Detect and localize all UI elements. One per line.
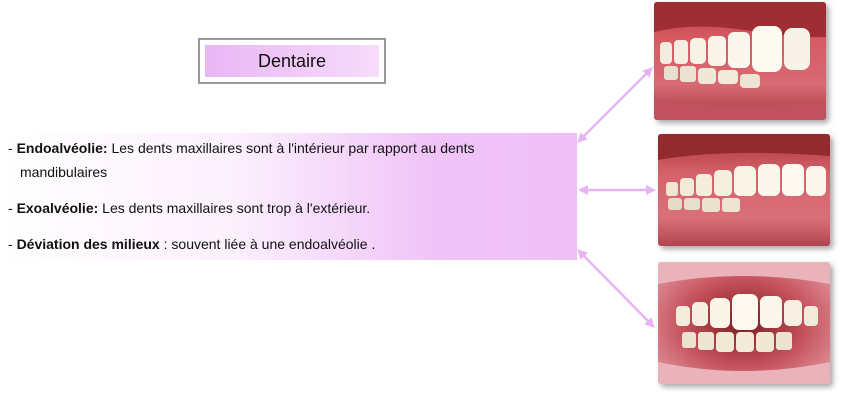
bullet-exoalveolie: - Exoalvéolie: Les dents maxillaires son… — [8, 200, 371, 216]
arrow-to-photo-1 — [577, 67, 653, 143]
bullet-list: - Endoalvéolie: Les dents maxillaires so… — [8, 136, 568, 268]
bullet-text: Les dents maxillaires sont trop à l'exté… — [98, 200, 371, 216]
arrow-to-photo-3 — [577, 249, 655, 328]
bullet-term: Endoalvéolie: — [16, 140, 108, 156]
page-title: Dentaire — [205, 45, 379, 77]
dental-photo-exoalveolie — [658, 134, 830, 246]
bullet-text-continued: mandibulaires — [20, 164, 108, 180]
bullet-term: Exoalvéolie: — [16, 200, 99, 216]
bullet-endoalveolie: - Endoalvéolie: Les dents maxillaires so… — [8, 136, 568, 184]
content-highlight — [0, 133, 577, 260]
bullet-deviation: - Déviation des milieux : souvent liée à… — [8, 236, 376, 252]
dental-photo-endoalveolie — [654, 2, 826, 120]
bullet-text: : souvent liée à une endoalvéolie . — [159, 236, 376, 252]
title-box: Dentaire — [198, 38, 386, 84]
bullet-text: Les dents maxillaires sont à l'intérieur… — [107, 140, 475, 156]
dental-photo-deviation — [658, 262, 830, 384]
bullet-term: Déviation des milieux — [16, 236, 160, 252]
